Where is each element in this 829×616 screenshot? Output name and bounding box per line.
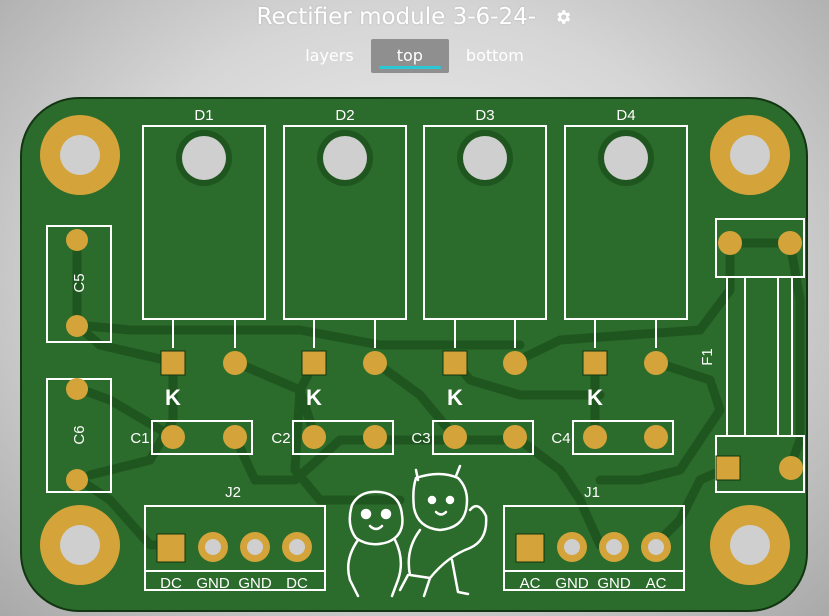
viewer-header: Rectifier module 3-6-24- layers top bottom [0, 0, 829, 80]
cathode-mark: K [587, 385, 603, 410]
title-bar: Rectifier module 3-6-24- [0, 3, 829, 31]
tab-top[interactable]: top [370, 39, 449, 73]
gear-icon[interactable] [554, 8, 572, 26]
cathode-mark: K [447, 385, 463, 410]
pad [442, 350, 468, 376]
cartoon-silkscreen-art [347, 464, 488, 598]
pin-label: AC [520, 575, 541, 592]
capacitor-label: C6 [71, 425, 88, 444]
pin-label: GND [196, 575, 230, 592]
pin-label: GND [597, 575, 631, 592]
pin-label: AC [646, 575, 667, 592]
pin-label: DC [160, 575, 182, 592]
mounting-hole [710, 505, 790, 585]
pad [160, 350, 186, 376]
capacitor-label: C1 [130, 430, 149, 447]
connector-label: J1 [584, 484, 600, 501]
capacitor-label: C2 [271, 430, 290, 447]
capacitor-label: C4 [551, 430, 570, 447]
pad [644, 351, 668, 375]
capacitor-label: C3 [411, 430, 430, 447]
pin-label: DC [286, 575, 308, 592]
diode-d3[interactable]: D3 K [423, 107, 547, 410]
cathode-mark: K [306, 385, 322, 410]
capacitor-c5[interactable]: C5 [46, 225, 112, 343]
fuse-f1[interactable]: F1 [699, 218, 805, 493]
diode-d4[interactable]: D4 K [564, 107, 688, 410]
capacitor-label: C5 [71, 273, 88, 292]
cathode-mark: K [165, 385, 181, 410]
pad [223, 351, 247, 375]
fuse-label: F1 [699, 348, 716, 366]
mounting-hole [40, 115, 120, 195]
capacitor-c3[interactable]: C3 [411, 420, 534, 455]
diode-d1[interactable]: D1 K [142, 107, 266, 410]
view-tabs: layers top bottom [0, 39, 829, 73]
connector-j1[interactable]: J1 AC GND GND AC [503, 484, 685, 592]
pin-label: GND [555, 575, 589, 592]
tab-top-label: top [396, 46, 423, 65]
diode-label: D1 [194, 107, 213, 124]
pin-label: GND [238, 575, 272, 592]
pad [301, 350, 327, 376]
capacitor-c2[interactable]: C2 [271, 420, 394, 455]
capacitor-c1[interactable]: C1 [130, 420, 253, 455]
board-title: Rectifier module 3-6-24- [256, 4, 537, 30]
active-tab-indicator [378, 66, 441, 69]
capacitor-c6[interactable]: C6 [46, 378, 112, 493]
connector-j2[interactable]: J2 DC GND GND DC [144, 484, 326, 592]
pad [582, 350, 608, 376]
diode-label: D4 [616, 107, 635, 124]
pad [363, 351, 387, 375]
tab-bottom[interactable]: bottom [465, 46, 524, 65]
capacitor-c4[interactable]: C4 [551, 420, 674, 455]
diode-label: D3 [475, 107, 494, 124]
mounting-hole [710, 115, 790, 195]
mounting-hole [40, 505, 120, 585]
diode-d2[interactable]: D2 K [283, 107, 407, 410]
diode-label: D2 [335, 107, 354, 124]
connector-label: J2 [225, 484, 241, 501]
tab-layers[interactable]: layers [305, 46, 354, 65]
pad [503, 351, 527, 375]
